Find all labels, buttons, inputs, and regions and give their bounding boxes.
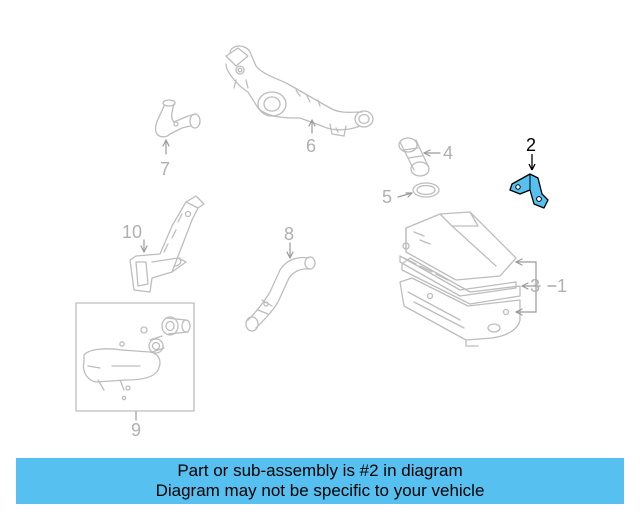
caption-line-1: Part or sub-assembly is #2 in diagram (177, 461, 463, 480)
part-2-bracket-highlighted (509, 154, 549, 209)
caption-banner: Part or sub-assembly is #2 in diagram Di… (16, 458, 624, 504)
part-4-coupling (398, 137, 430, 177)
callout-9: 9 (131, 420, 142, 440)
part-1-air-cleaner (399, 211, 521, 347)
caption-line-2: Diagram may not be specific to your vehi… (155, 481, 485, 500)
callout-4: 4 (443, 143, 454, 163)
leader-lines (135, 119, 557, 421)
part-5-o-ring (412, 182, 440, 198)
part-10-air-duct (129, 195, 205, 293)
callout-3: 3 (530, 276, 541, 296)
callout-7: 7 (160, 159, 171, 179)
callout-2: 2 (526, 135, 537, 155)
part-7-elbow-hose (154, 99, 201, 138)
callout-10: 10 (122, 222, 143, 242)
parts-diagram (75, 45, 557, 421)
part-6-intake-duct (225, 45, 374, 137)
callout-8: 8 (284, 224, 295, 244)
callout-6: 6 (306, 136, 317, 156)
callout-5: 5 (382, 187, 393, 207)
part-9-resonator (75, 302, 195, 412)
callout-1: 1 (557, 276, 568, 296)
part-8-tube (245, 256, 316, 332)
